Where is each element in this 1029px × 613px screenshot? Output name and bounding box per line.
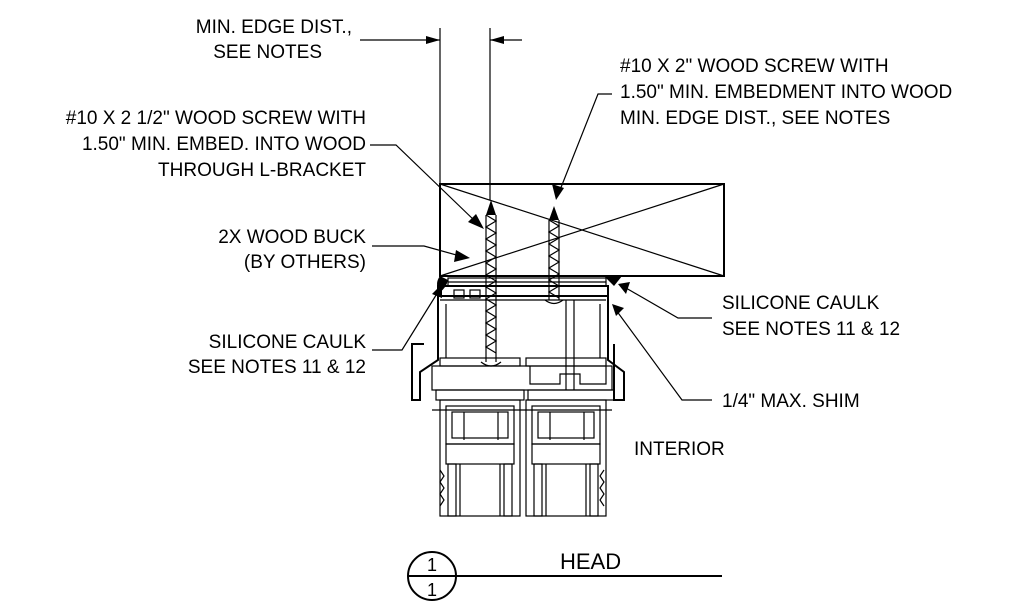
- min-edge-label-2: SEE NOTES: [213, 42, 322, 63]
- sheet-number: 1: [427, 580, 437, 600]
- shim-label: 1/4" MAX. SHIM: [722, 391, 860, 412]
- min-edge-label-1: MIN. EDGE DIST.,: [196, 17, 352, 38]
- wood-buck-label-2: (BY OTHERS): [244, 252, 366, 273]
- caulk-right-label-2: SEE NOTES 11 & 12: [722, 319, 900, 340]
- window-frame: [411, 285, 625, 411]
- annotations: MIN. EDGE DIST., SEE NOTES #10 X 2" WOOD…: [66, 17, 953, 460]
- leader-lines: [370, 93, 712, 401]
- caulk-left-label-1: SILICONE CAULK: [209, 332, 367, 353]
- screw-left-label-1: #10 X 2 1/2" WOOD SCREW WITH: [66, 108, 366, 129]
- left-sash: [439, 399, 521, 517]
- screw-right-label-2: 1.50" MIN. EMBEDMENT INTO WOOD: [620, 82, 952, 103]
- detail-title-block: 1 1 HEAD: [407, 549, 722, 601]
- screw-left-label-3: THROUGH L-BRACKET: [158, 160, 366, 181]
- screw-left-label-2: 1.50" MIN. EMBED. INTO WOOD: [82, 134, 366, 155]
- wood-buck-label-1: 2X WOOD BUCK: [218, 227, 366, 248]
- caulk-left-label-2: SEE NOTES 11 & 12: [188, 357, 366, 378]
- min-edge-dimension: [360, 28, 522, 200]
- detail-title: HEAD: [560, 549, 621, 574]
- detail-number: 1: [427, 555, 437, 575]
- right-sash: [525, 399, 607, 517]
- interior-label: INTERIOR: [634, 439, 725, 460]
- shim: [447, 277, 607, 287]
- wood-buck: [439, 183, 725, 277]
- screw-right-label-3: MIN. EDGE DIST., SEE NOTES: [620, 108, 890, 129]
- screw-right-label-1: #10 X 2" WOOD SCREW WITH: [620, 56, 889, 77]
- caulk-right-label-1: SILICONE CAULK: [722, 293, 880, 314]
- long-screw: [480, 200, 502, 367]
